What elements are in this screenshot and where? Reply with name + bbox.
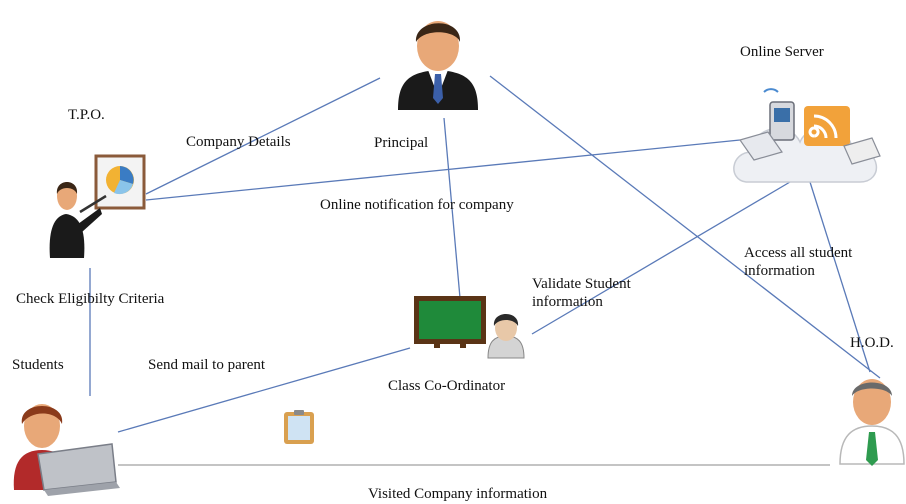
connector-principal-hod (489, 75, 881, 379)
cloud-server-icon (733, 88, 881, 183)
classroom-board-icon (414, 296, 525, 359)
tpo-label: T.P.O. (68, 107, 105, 123)
clipboard-icon (284, 410, 314, 444)
send-mail-label: Send mail to parent (148, 357, 266, 373)
manager-icon (839, 379, 905, 466)
company-details-label: Company Details (186, 134, 291, 150)
class-coordinator-label: Class Co-Ordinator (388, 378, 506, 394)
principal-label: Principal (374, 135, 429, 151)
students-label: Students (12, 357, 64, 373)
access-all-label: Access all student information (744, 245, 853, 279)
online-notification-label: Online notification for company (320, 197, 514, 213)
visited-company-label: Visited Company information (368, 486, 548, 502)
connector-principal-tpo (145, 77, 381, 195)
connector-coordinator-student (117, 347, 411, 433)
presenter-icon (49, 154, 146, 258)
hod-label: H.O.D. (850, 335, 894, 351)
check-eligibility-label: Check Eligibilty Criteria (16, 291, 165, 307)
connector-server-coordinator (531, 181, 791, 335)
connector-server-hod (809, 181, 871, 373)
validate-student-label: Validate Student information (532, 276, 631, 310)
student-laptop-icon (13, 404, 120, 496)
online-server-label: Online Server (740, 44, 824, 60)
connector-principal-coordinator (443, 117, 461, 299)
businessman-icon (398, 21, 478, 110)
connector-tpo-server (145, 139, 741, 201)
